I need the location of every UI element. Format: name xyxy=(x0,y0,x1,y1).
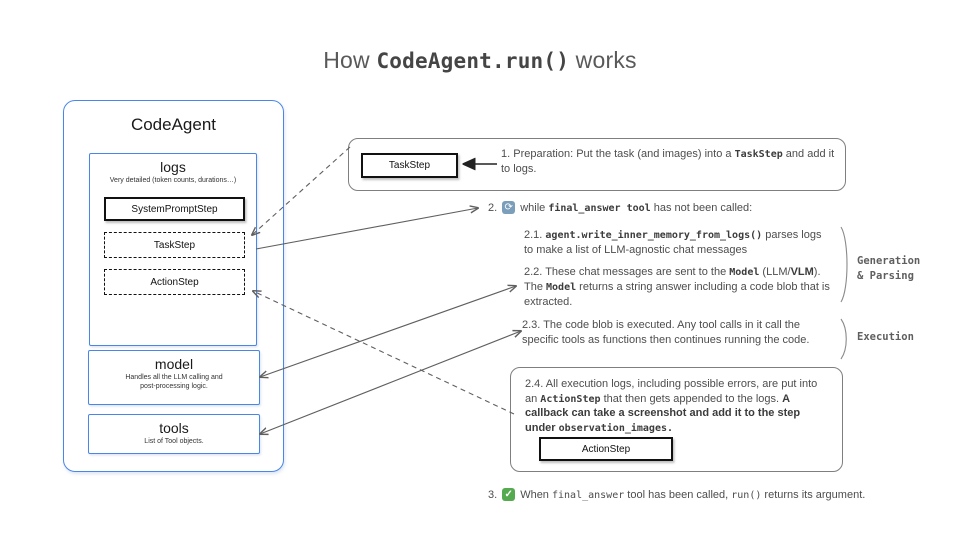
step24-box: 2.4. All execution logs, including possi… xyxy=(510,367,843,472)
logs-title: logs xyxy=(160,159,186,175)
step21-text: 2.1. agent.write_inner_memory_from_logs(… xyxy=(524,229,822,256)
paren-execution xyxy=(840,318,847,360)
step3-text: When final_answer tool has been called, … xyxy=(520,489,866,501)
step1-box: TaskStep 1. Preparation: Put the task (a… xyxy=(348,138,846,191)
codeagent-title: CodeAgent xyxy=(130,115,217,134)
tools-subtitle: List of Tool objects. xyxy=(144,438,204,445)
model-title: model xyxy=(154,356,194,372)
logs-box: logs Very detailed (token counts, durati… xyxy=(89,153,257,346)
execution-label: Execution xyxy=(857,331,914,343)
title-prefix: How xyxy=(323,47,377,73)
loop-icon: ⟳ xyxy=(502,201,516,214)
actionstep-chip-step24: ActionStep xyxy=(539,437,673,461)
paren-generation-parsing xyxy=(840,226,848,303)
title-suffix: works xyxy=(569,47,637,73)
step2-text: while final_answer tool has not been cal… xyxy=(520,202,753,214)
model-box: model Handles all the LLM calling and po… xyxy=(88,350,260,405)
step22-text: 2.2. These chat messages are sent to the… xyxy=(524,266,830,308)
step3-number: 3. xyxy=(488,489,498,501)
tools-box: tools List of Tool objects. xyxy=(88,414,260,454)
actionstep-chip-logs: ActionStep xyxy=(104,269,245,295)
title-code: CodeAgent.run() xyxy=(376,49,570,73)
generation-parsing-label: Generation & Parsing xyxy=(857,255,921,283)
check-icon: ✓ xyxy=(502,488,516,501)
wire-model-to-step22 xyxy=(260,286,516,377)
step1-text: 1. Preparation: Put the task (and images… xyxy=(501,148,835,175)
wire-tools-to-step23 xyxy=(260,331,521,434)
wire-step24-to-actionstep xyxy=(253,291,515,415)
step2-line: 2. ⟳ while final_answer tool has not bee… xyxy=(488,201,848,216)
logs-subtitle: Very detailed (token counts, durations…) xyxy=(109,177,237,184)
wire-logs-to-step2 xyxy=(255,208,478,250)
taskstep-chip-logs: TaskStep xyxy=(104,232,245,258)
step2-number: 2. xyxy=(488,202,498,214)
codeagent-box: CodeAgent logs Very detailed (token coun… xyxy=(63,100,284,472)
step24-text: 2.4. All execution logs, including possi… xyxy=(525,378,818,434)
taskstep-chip-step1: TaskStep xyxy=(361,153,458,178)
systempromptstep-chip: SystemPromptStep xyxy=(104,197,245,221)
step3-line: 3. ✓ When final_answer tool has been cal… xyxy=(488,488,928,503)
step23-group: 2.3. The code blob is executed. Any tool… xyxy=(522,318,837,347)
tools-title: tools xyxy=(159,420,189,436)
page-title: How CodeAgent.run() works xyxy=(0,47,960,74)
step21-22-group: 2.1. agent.write_inner_memory_from_logs(… xyxy=(524,228,832,309)
step23-text: 2.3. The code blob is executed. Any tool… xyxy=(522,319,810,346)
model-subtitle: Handles all the LLM calling and post-pro… xyxy=(125,374,223,391)
